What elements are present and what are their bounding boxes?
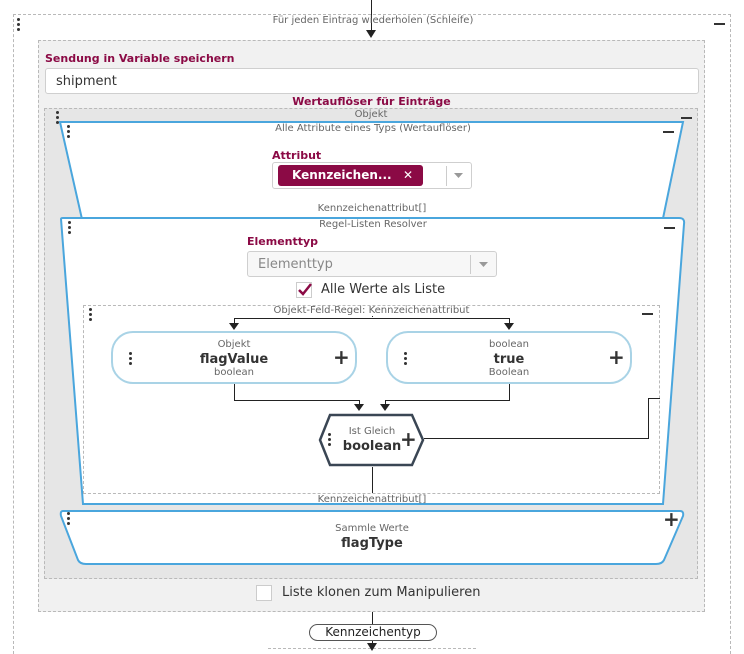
chevron-down-icon[interactable] — [479, 262, 489, 268]
divider — [470, 255, 471, 274]
list-checkbox-label: Alle Werte als Liste — [321, 282, 446, 297]
arrow-down-icon — [367, 643, 377, 651]
elementtype-placeholder: Elementtyp — [258, 257, 333, 272]
elementtype-select[interactable]: Elementtyp — [247, 251, 497, 277]
drag-handle-icon[interactable] — [129, 352, 133, 367]
attribute-tag: Kennzeichen... ✕ — [278, 165, 423, 186]
collect-name: flagType — [341, 536, 403, 551]
node-type: Objekt — [217, 339, 251, 350]
collapse-icon[interactable] — [664, 227, 675, 229]
add-icon[interactable]: + — [400, 427, 417, 451]
divider — [446, 166, 447, 186]
collect-type: Sammle Werte — [335, 523, 409, 534]
drag-handle-icon[interactable] — [328, 433, 332, 448]
node-subtype: Boolean — [488, 367, 530, 378]
node-type: boolean — [489, 339, 529, 350]
list-checkbox[interactable] — [296, 282, 312, 298]
elementtype-label: Elementtyp — [247, 235, 319, 248]
rule-list-title: Regel-Listen Resolver — [319, 219, 427, 230]
chevron-down-icon[interactable] — [454, 173, 464, 179]
node-name: flagValue — [199, 352, 269, 367]
drag-handle-icon[interactable] — [89, 308, 93, 323]
attribute-tag-label: Kennzeichen... — [292, 168, 392, 182]
drag-handle-icon[interactable] — [67, 512, 71, 527]
attribute-label: Attribut — [272, 149, 322, 162]
arrow-down-icon — [354, 404, 364, 411]
drag-handle-icon[interactable] — [404, 352, 408, 367]
arrow-down-icon — [504, 323, 514, 330]
shipment-label: Sendung in Variable speichern — [45, 52, 235, 65]
arrow-down-icon — [366, 30, 376, 38]
drag-handle-icon[interactable] — [68, 221, 72, 236]
field-rule-title: Objekt-Feld-Regel: Kennzeichenattribut — [273, 305, 470, 316]
clone-checkbox[interactable] — [256, 585, 272, 601]
output-pill[interactable]: Kennzeichentyp — [309, 624, 437, 641]
true-node[interactable]: boolean true Boolean + — [386, 331, 632, 384]
remove-tag-icon[interactable]: ✕ — [402, 168, 413, 182]
equals-type: Ist Gleich — [348, 426, 396, 437]
collect-block-shape — [59, 510, 685, 565]
clone-label: Liste klonen zum Manipulieren — [282, 585, 481, 600]
checkmark-icon — [298, 283, 312, 296]
resolver-title: Wertauflöser für Einträge — [292, 95, 451, 108]
node-name: true — [493, 352, 525, 367]
output-pill-label: Kennzeichentyp — [325, 625, 421, 639]
collapse-icon[interactable] — [642, 313, 653, 315]
node-subtype: boolean — [214, 367, 254, 378]
collapse-icon[interactable] — [681, 117, 692, 119]
attributes-output-label: Kennzeichenattribut[] — [317, 203, 427, 214]
drag-handle-icon[interactable] — [56, 111, 60, 126]
object-title: Objekt — [354, 109, 388, 120]
equals-node-shape[interactable] — [318, 413, 426, 468]
variable-name-value: shipment — [56, 74, 117, 89]
loop-title: Für jeden Eintrag wiederholen (Schleife) — [272, 15, 474, 26]
add-icon[interactable]: + — [333, 345, 350, 369]
variable-name-input[interactable]: shipment — [45, 68, 699, 94]
loop-block: Für jeden Eintrag wiederholen (Schleife) — [13, 14, 731, 654]
arrow-down-icon — [380, 404, 390, 411]
add-icon[interactable]: + — [663, 507, 680, 531]
attributes-title: Alle Attribute eines Typs (Wertauflöser) — [275, 123, 471, 134]
add-icon[interactable]: + — [608, 345, 625, 369]
drag-handle-icon[interactable] — [17, 18, 21, 33]
flagvalue-node[interactable]: Objekt flagValue boolean + — [111, 331, 357, 384]
drag-handle-icon[interactable] — [67, 125, 71, 140]
collect-input-label: Kennzeichenattribut[] — [317, 494, 427, 505]
equals-name: boolean — [342, 439, 402, 454]
attribute-select[interactable]: Kennzeichen... ✕ — [272, 162, 472, 189]
collapse-icon[interactable] — [714, 23, 725, 25]
collapse-icon[interactable] — [663, 131, 674, 133]
arrow-down-icon — [229, 323, 239, 330]
